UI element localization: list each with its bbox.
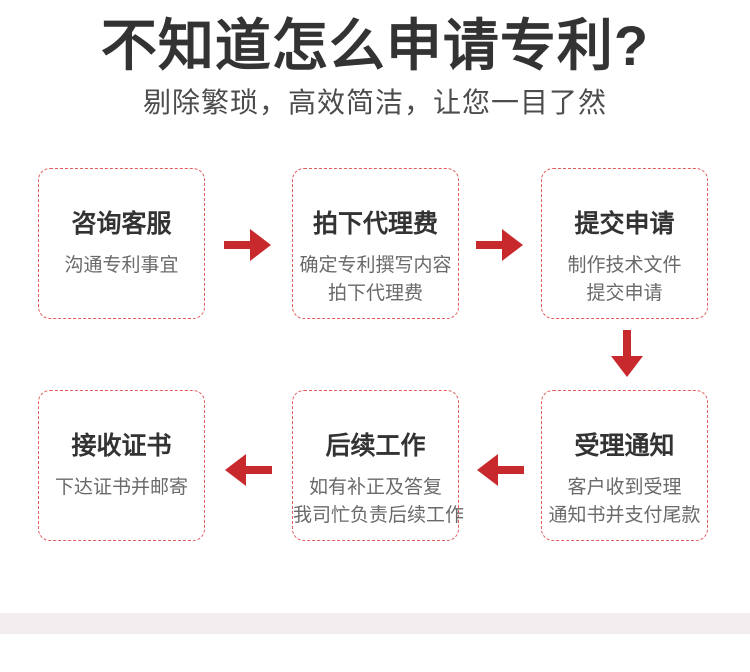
- step-title: 后续工作: [325, 432, 426, 460]
- arrow-down-icon: [610, 330, 644, 378]
- page-subtitle: 剔除繁琐，高效简洁，让您一目了然: [142, 87, 607, 118]
- footer-divider-bar: [0, 613, 750, 634]
- step-card-submit-application: 提交申请 制作技术文件 提交申请: [541, 168, 708, 319]
- step-title: 接收证书: [71, 432, 172, 460]
- step-card-acceptance-notice: 受理通知 客户收到受理 通知书并支付尾款: [541, 390, 708, 541]
- arrow-left-icon: [224, 453, 272, 487]
- step-description: 如有补正及答复 我司忙负责后续工作: [293, 477, 465, 526]
- arrow-right-icon: [224, 228, 272, 262]
- step-description: 确定专利撰写内容 拍下代理费: [299, 255, 452, 304]
- step-card-receive-certificate: 接收证书 下达证书并邮寄: [38, 390, 205, 541]
- step-title: 提交申请: [574, 210, 675, 238]
- step-title: 拍下代理费: [312, 210, 438, 238]
- page-title: 不知道怎么申请专利?: [100, 14, 650, 77]
- arrow-right-icon: [476, 228, 524, 262]
- arrow-left-icon: [476, 453, 524, 487]
- step-card-pay-agency-fee: 拍下代理费 确定专利撰写内容 拍下代理费: [292, 168, 459, 319]
- step-card-follow-up-work: 后续工作 如有补正及答复 我司忙负责后续工作: [292, 390, 465, 541]
- step-title: 咨询客服: [71, 210, 172, 238]
- step-description: 下达证书并邮寄: [54, 477, 188, 498]
- step-title: 受理通知: [574, 432, 675, 460]
- step-card-consult-service: 咨询客服 沟通专利事宜: [38, 168, 205, 319]
- step-description: 制作技术文件 提交申请: [567, 255, 682, 304]
- step-description: 客户收到受理 通知书并支付尾款: [548, 477, 701, 526]
- step-description: 沟通专利事宜: [64, 255, 179, 276]
